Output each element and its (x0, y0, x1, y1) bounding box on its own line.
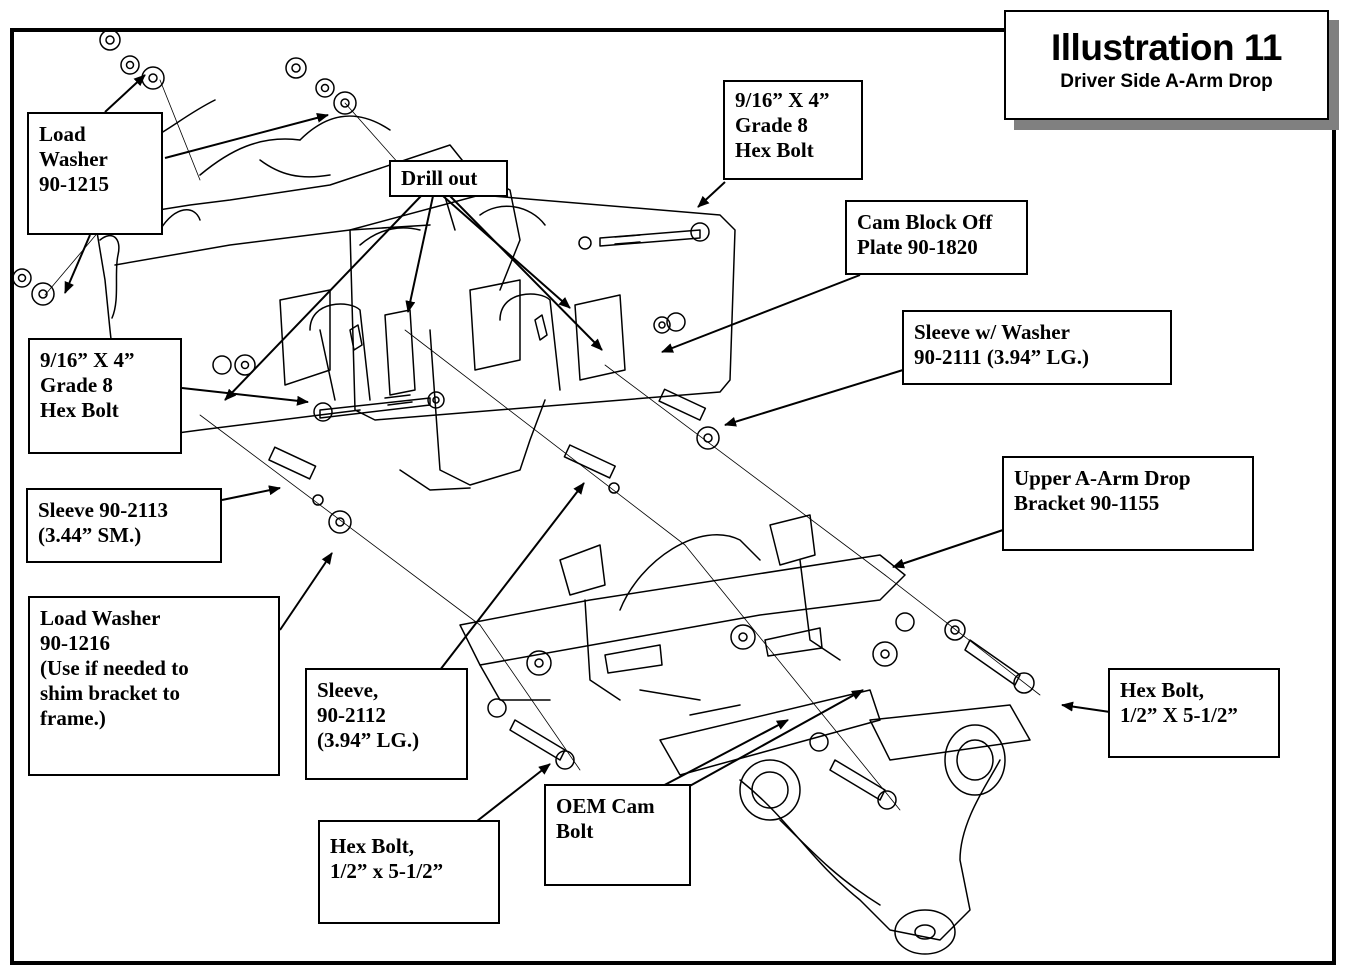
callout-hex-bolt-left: 9/16” X 4” Grade 8 Hex Bolt (28, 338, 182, 454)
illustration-title: Illustration 11 (1050, 27, 1283, 68)
lower-a-arm (659, 689, 1031, 955)
callout-hex-bolt-top: 9/16” X 4” Grade 8 Hex Bolt (723, 80, 863, 180)
callout-sleeve-90-2113: Sleeve 90-2113 (3.44” SM.) (26, 488, 222, 563)
callout-load-washer-90-1215: Load Washer 90-1215 (27, 112, 163, 235)
callout-sleeve-90-2112: Sleeve, 90-2112 (3.94” LG.) (305, 668, 468, 780)
callout-hex-bolt-right: Hex Bolt, 1/2” X 5-1/2” (1108, 668, 1280, 758)
cam-tab-right (469, 279, 626, 391)
cam-tab-left (279, 289, 416, 401)
assembly-centerlines (44, 79, 1041, 811)
callout-drill-out: Drill out (389, 160, 508, 197)
illustration-border (10, 28, 1336, 965)
leader-arrows (64, 74, 1111, 826)
callout-oem-cam-bolt: OEM Cam Bolt (544, 784, 691, 886)
callout-sleeve-w-washer: Sleeve w/ Washer 90-2111 (3.94” LG.) (902, 310, 1172, 385)
callout-upper-a-arm-drop-bracket: Upper A-Arm Drop Bracket 90-1155 (1002, 456, 1254, 551)
fasteners (12, 29, 1035, 810)
callout-hex-bolt-bottom: Hex Bolt, 1/2” x 5-1/2” (318, 820, 500, 924)
upper-a-arm-drop-bracket (459, 514, 906, 716)
title-box: Illustration 11 Driver Side A-Arm Drop (1004, 10, 1329, 120)
callout-cam-block-off-plate: Cam Block Off Plate 90-1820 (845, 200, 1028, 275)
illustration-subtitle: Driver Side A-Arm Drop (1060, 71, 1273, 92)
callout-load-washer-90-1216: Load Washer 90-1216 (Use if needed to sh… (28, 596, 280, 776)
